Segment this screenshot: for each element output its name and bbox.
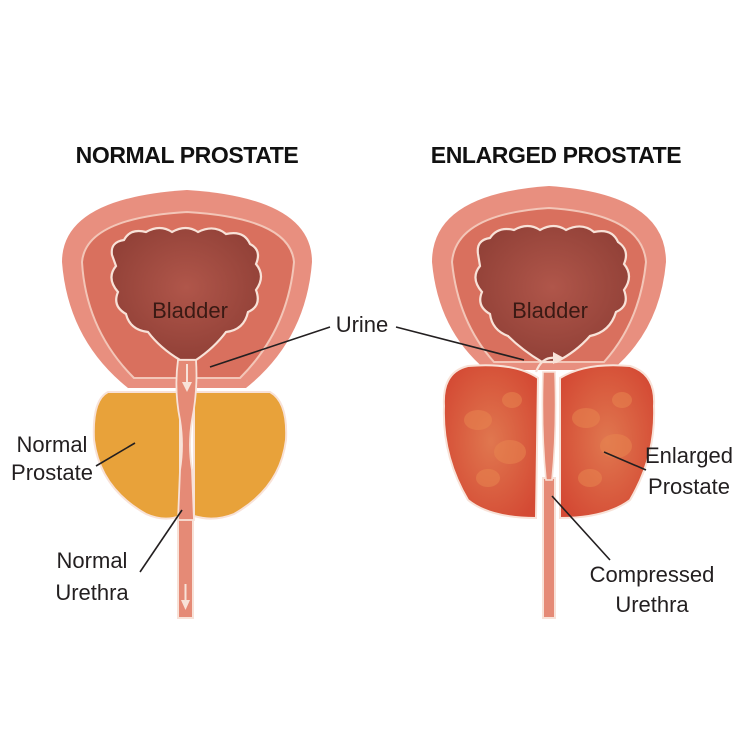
enlarged-prostate-texture <box>464 392 632 487</box>
normal-anatomy <box>62 190 312 619</box>
enlarged-prostate-left-lobe <box>442 364 540 520</box>
urine-label: Urine <box>336 312 389 337</box>
enlarged-prostate-leader <box>603 451 647 471</box>
normal-urethra-channel <box>175 359 198 521</box>
compressed-urethra-tube <box>542 477 556 619</box>
normal-urethra-label-line2: Urethra <box>55 580 129 605</box>
enlarged-bladder-lumen <box>474 224 631 364</box>
urine-leader-left <box>209 326 331 368</box>
normal-prostate-leader <box>95 442 136 467</box>
title-normal-prostate: NORMAL PROSTATE <box>76 142 299 168</box>
bladder-label-left: Bladder <box>152 298 228 323</box>
urine-leader-right <box>395 326 525 361</box>
compressed-urethra-label-line2: Urethra <box>615 592 689 617</box>
enlarged-flow-arrowhead <box>553 352 564 364</box>
normal-urethra-label-line1: Normal <box>57 548 128 573</box>
enlarged-prostate-label-line2: Prostate <box>648 474 730 499</box>
bladder-label-right: Bladder <box>512 298 588 323</box>
normal-prostate-left-lobe <box>92 391 181 520</box>
normal-flow-arrowhead-top <box>182 382 192 392</box>
normal-flow-arrowhead-bottom <box>181 600 190 610</box>
normal-prostate-label-line2: Prostate <box>11 460 93 485</box>
normal-bladder-lumen <box>110 226 263 362</box>
compressed-urethra-leader <box>551 495 611 561</box>
enlarged-prostate-label-line1: Enlarged <box>645 443 733 468</box>
compressed-urethra-channel <box>541 371 557 481</box>
normal-prostate-label-line1: Normal <box>17 432 88 457</box>
normal-prostate-right-lobe <box>193 391 288 520</box>
title-enlarged-prostate: ENLARGED PROSTATE <box>431 142 682 168</box>
compressed-urethra-label-line1: Compressed <box>590 562 715 587</box>
enlarged-anatomy <box>432 186 666 619</box>
normal-urethra-leader <box>139 509 183 573</box>
